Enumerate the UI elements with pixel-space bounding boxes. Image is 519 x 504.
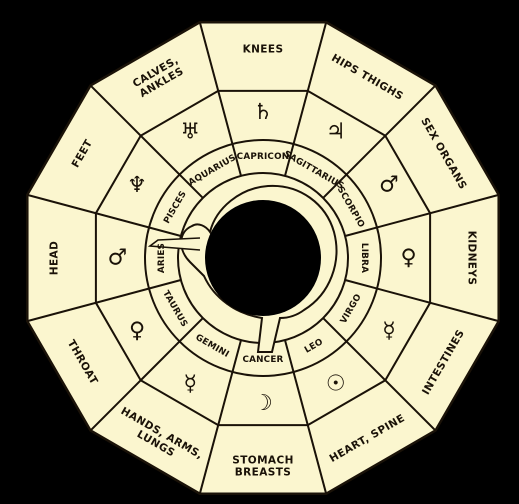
planet-glyph-icon: ♂ <box>379 173 399 198</box>
planet-glyph-icon: ♅ <box>180 120 200 145</box>
zodiac-sign-label: CANCER <box>242 355 283 365</box>
planet-glyph-icon: ☉ <box>326 372 346 397</box>
body-part-label: BREASTS <box>235 467 291 479</box>
body-part-label: STOMACH <box>232 455 294 467</box>
planet-glyph-icon: ☽ <box>253 391 273 416</box>
planet-glyph-icon: ♂ <box>108 246 128 271</box>
body-part-label: KIDNEYS <box>466 231 478 286</box>
planet-glyph-icon: ♆ <box>127 173 147 198</box>
zodiac-sign-label: CAPRICON <box>237 152 290 162</box>
planet-glyph-icon: ♀ <box>400 246 416 271</box>
planet-glyph-icon: ♄ <box>253 100 273 125</box>
body-part-label: HEAD <box>49 241 61 275</box>
zodiac-sign-label: LIBRA <box>359 243 369 273</box>
planet-glyph-icon: ☿ <box>382 318 396 343</box>
planet-glyph-icon: ☿ <box>184 372 198 397</box>
planet-glyph-icon: ♃ <box>326 120 346 145</box>
body-part-label: KNEES <box>243 44 284 56</box>
planet-glyph-icon: ♀ <box>129 318 145 343</box>
zodiac-sign-label: ARIES <box>157 243 167 273</box>
